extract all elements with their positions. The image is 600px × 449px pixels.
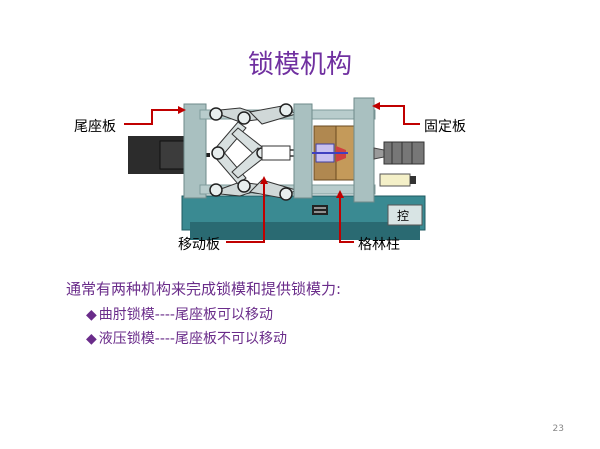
control-panel	[387, 204, 423, 226]
bullet-text: 曲肘锁模----尾座板可以移动	[98, 307, 273, 323]
machine-base-lower	[190, 222, 420, 240]
arrowheads	[178, 102, 380, 198]
label-tie-bar: 格林柱	[358, 237, 400, 253]
fixed-plate	[353, 97, 375, 203]
label-fixed-plate: 固定板	[424, 119, 466, 135]
label-tail-plate: 尾座板	[74, 119, 116, 135]
nozzle	[373, 147, 385, 160]
injection-unit	[379, 173, 411, 187]
label-moving-plate: 移动板	[178, 237, 220, 253]
intro-text: 通常有两种机构来完成锁模和提供锁模力:	[66, 280, 342, 298]
indicator	[312, 205, 328, 215]
control-panel-label: 控	[397, 209, 409, 223]
toggle-pins	[209, 103, 293, 201]
tail-plate	[183, 103, 207, 199]
callout-arrows	[124, 105, 420, 243]
bullet-diamond-icon: ◆	[86, 331, 97, 347]
slide-title: 锁模机构	[247, 50, 352, 80]
bullet-toggle-clamp: ◆曲肘锁模----尾座板可以移动	[86, 304, 273, 324]
bullet-hydraulic-clamp: ◆液压锁模----尾座板不可以移动	[86, 328, 287, 348]
bullet-text: 液压锁模----尾座板不可以移动	[98, 331, 287, 347]
page-number: 23	[552, 424, 564, 434]
barrel	[383, 141, 425, 165]
bullet-diamond-icon: ◆	[86, 307, 97, 323]
moving-plate	[293, 103, 313, 199]
